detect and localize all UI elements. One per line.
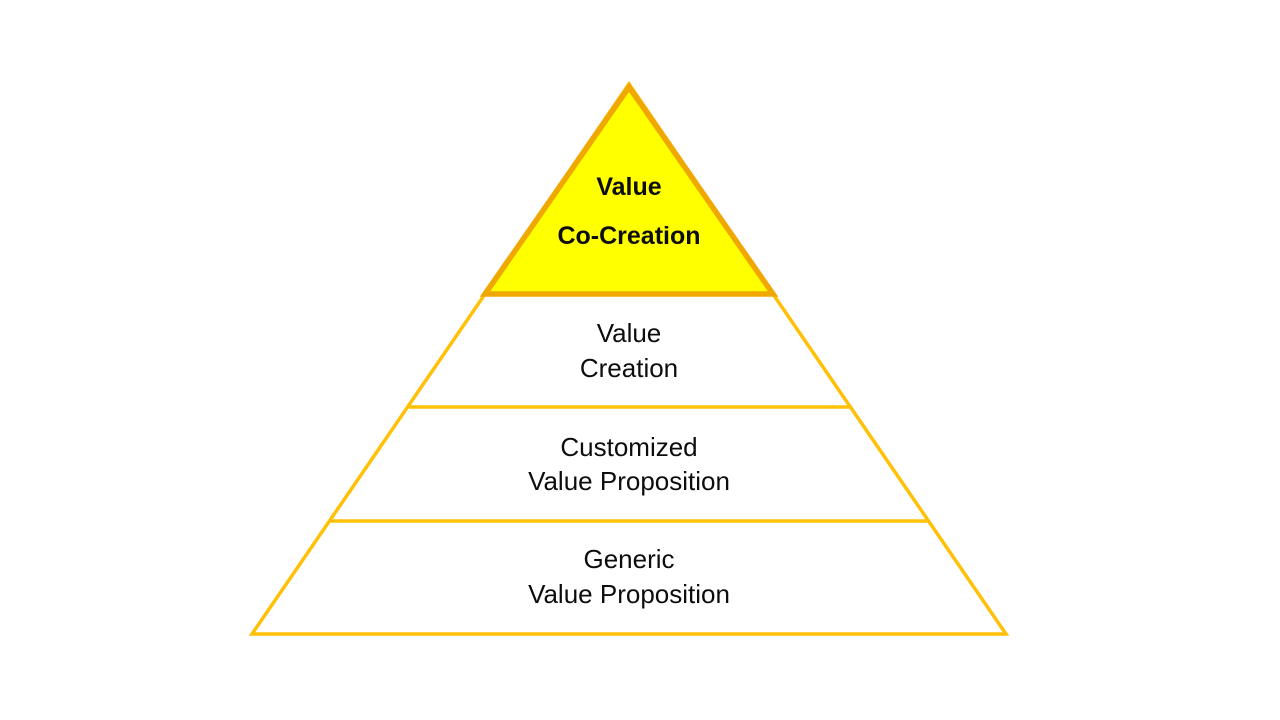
pyramid-outline [248,80,1010,636]
level-1-label-line1: Value [596,173,661,201]
pyramid-level-1-shape[interactable] [479,82,779,297]
level-4-label-line2: Value Proposition [528,579,730,609]
level-2-label-line1: Value [597,318,662,348]
level-2-label-line2: Creation [580,353,678,383]
level-4-label-line1: Generic [583,544,674,574]
level-3-label-line2: Value Proposition [528,466,730,496]
level-1-label-line2: Co-Creation [557,222,700,250]
level-3-label-line1: Customized [560,432,697,462]
